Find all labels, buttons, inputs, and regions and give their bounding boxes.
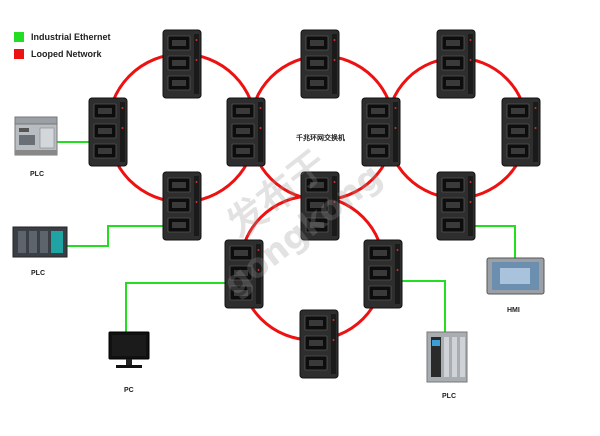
legend-label: Looped Network bbox=[31, 48, 102, 59]
plc-top-label: PLC bbox=[30, 171, 44, 178]
red-swatch-icon bbox=[14, 48, 24, 59]
legend-label: Industrial Ethernet bbox=[31, 31, 111, 42]
pc-icon bbox=[108, 331, 150, 368]
switch-4 bbox=[88, 97, 128, 167]
switch-10 bbox=[436, 171, 476, 241]
switches bbox=[88, 29, 541, 379]
plc-mid-icon bbox=[12, 226, 68, 258]
legend-item-industrial-ethernet: Industrial Ethernet bbox=[14, 28, 111, 45]
switch-2 bbox=[300, 29, 340, 99]
legend-item-looped-network: Looped Network bbox=[14, 45, 111, 62]
plc-top-icon bbox=[14, 116, 58, 156]
switch-7 bbox=[501, 97, 541, 167]
green-swatch-icon bbox=[14, 31, 24, 42]
switch-9 bbox=[300, 171, 340, 241]
switch-11 bbox=[224, 239, 264, 309]
switch-6 bbox=[361, 97, 401, 167]
plc-mid-label: PLC bbox=[31, 270, 45, 277]
pc-label: PC bbox=[124, 387, 134, 394]
switch-5 bbox=[226, 97, 266, 167]
hmi-label: HMI bbox=[507, 307, 520, 314]
hmi-icon bbox=[486, 257, 545, 295]
plc-bottom-label: PLC bbox=[442, 393, 456, 400]
link-plc-mid bbox=[67, 225, 168, 247]
link-pc bbox=[125, 282, 233, 336]
center-switch-label: 千兆环网交换机 bbox=[296, 134, 345, 142]
switch-3 bbox=[436, 29, 476, 99]
legend: Industrial Ethernet Looped Network bbox=[14, 28, 111, 62]
plc-bottom-icon bbox=[426, 331, 468, 383]
switch-12 bbox=[363, 239, 403, 309]
switch-8 bbox=[162, 171, 202, 241]
switch-13 bbox=[299, 309, 339, 379]
switch-1 bbox=[162, 29, 202, 99]
